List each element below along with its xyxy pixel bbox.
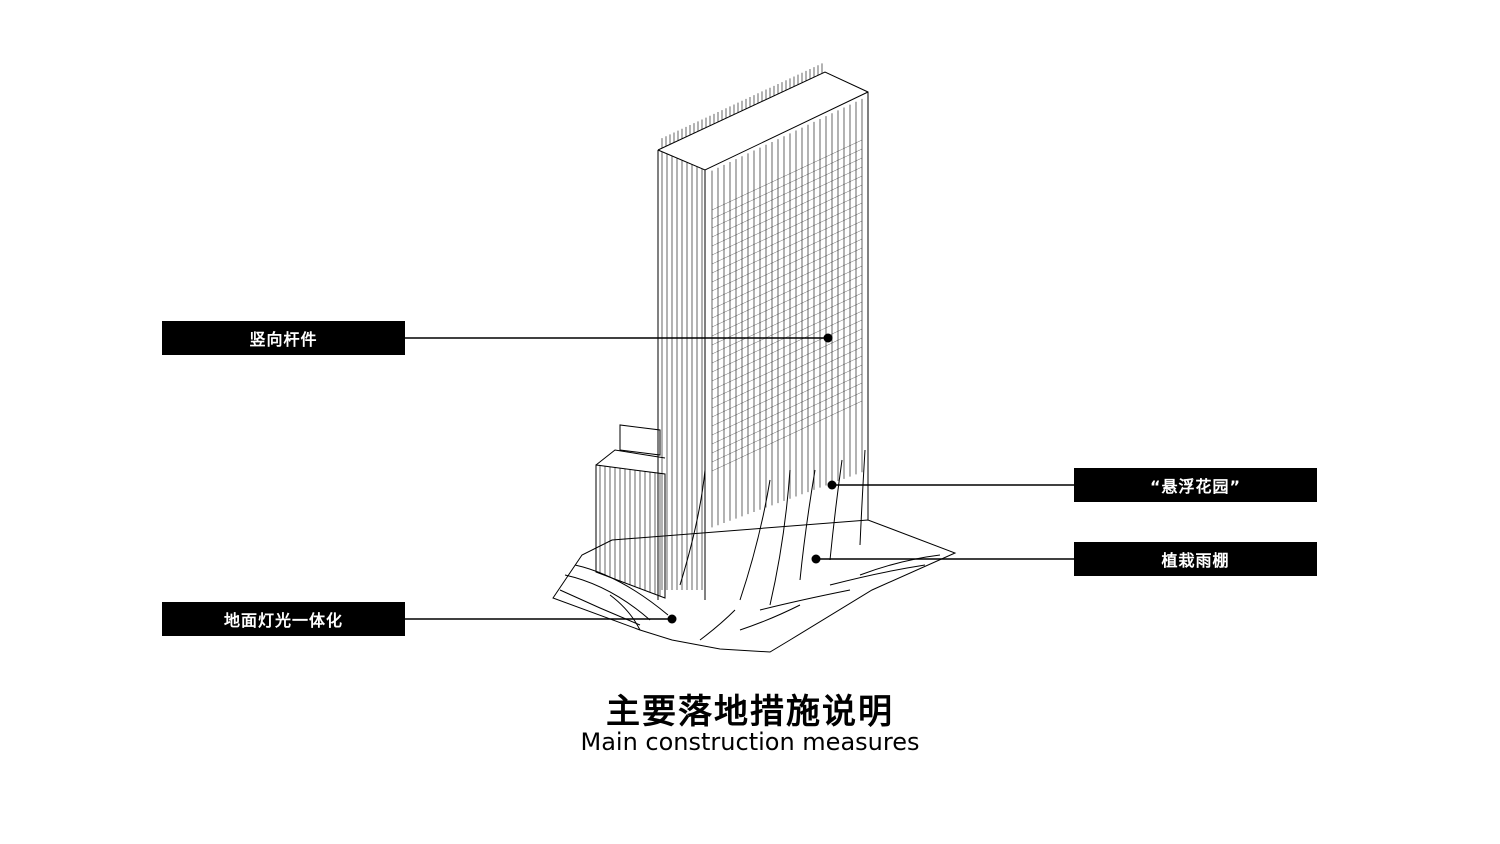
- leader-lines: [405, 337, 1074, 620]
- leader-dot-vertical: [823, 333, 833, 343]
- leader-dot-canopy: [811, 554, 821, 564]
- callout-planted-canopy: 植栽雨棚: [1074, 542, 1317, 576]
- callout-floating-garden: “悬浮花园”: [1074, 468, 1317, 502]
- callout-ground-lighting: 地面灯光一体化: [162, 602, 405, 636]
- page-title: 主要落地措施说明: [606, 692, 894, 732]
- site-plinth: [552, 519, 957, 653]
- leader-dot-garden: [827, 480, 837, 490]
- tower-body: [657, 63, 869, 606]
- page-subtitle: Main construction measures: [580, 728, 920, 756]
- leader-dot-ground: [667, 614, 677, 624]
- callout-vertical-members: 竖向杆件: [162, 321, 405, 355]
- podium-block: [595, 424, 666, 599]
- leader-dots: [667, 333, 837, 624]
